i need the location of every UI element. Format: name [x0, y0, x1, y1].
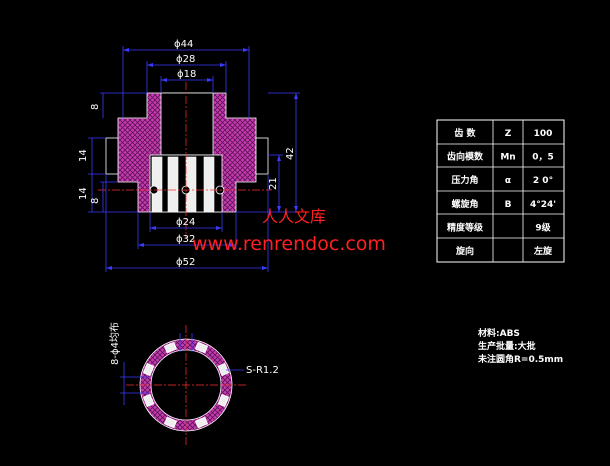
dim-h21: 21	[268, 177, 279, 190]
dim-d52: ϕ52	[176, 257, 195, 268]
dimension-arrows	[106, 48, 298, 270]
dim-h14-b: 14	[78, 187, 89, 200]
dim-d32: ϕ32	[176, 234, 195, 245]
dim-h42: 42	[285, 147, 296, 160]
tech-notes: 材料:ABS 生产批量:大批 未注圆角R=0.5mm	[477, 327, 563, 365]
ring-slot	[217, 362, 230, 377]
ring-slot	[217, 393, 230, 408]
watermark-url: www.renrendoc.com	[192, 233, 386, 255]
dimension-lines	[88, 46, 300, 272]
centerlines-front	[98, 82, 272, 238]
spec-cell-r2-c2: 2 0°	[533, 176, 553, 186]
spec-cell-r3-c0: 螺旋角	[451, 198, 478, 210]
dim-d44: ϕ44	[174, 39, 193, 50]
note-fillet: 未注圆角R=0.5mm	[477, 353, 563, 365]
dim-radius: S-R1.2	[246, 365, 279, 376]
spec-cell-r2-c1: α	[505, 176, 511, 186]
centerlines-plan	[126, 325, 246, 445]
spec-cell-r4-c2: 9级	[535, 221, 551, 233]
dim-d24: ϕ24	[176, 217, 195, 228]
spec-cell-r1-c0: 齿向模数	[447, 151, 484, 163]
spec-cell-r3-c1: B	[505, 200, 512, 210]
spec-cell-r3-c2: 4°24'	[530, 200, 556, 210]
side-lug-right	[255, 137, 269, 175]
dimension-texts: ϕ44 ϕ28 ϕ18 ϕ24 ϕ32 ϕ52 8 14 14 8 21 42	[78, 39, 296, 268]
side-lug-left	[105, 137, 119, 175]
ring-slot	[163, 341, 178, 354]
dim-h8-top: 8	[90, 104, 101, 110]
ring-slots	[142, 341, 230, 429]
bore-top	[160, 92, 214, 156]
spec-cell-r5-c0: 旋向	[455, 245, 474, 257]
spec-cell-r0-c2: 100	[534, 129, 553, 139]
dim-h8-bot: 8	[90, 198, 101, 204]
spec-cell-r2-c0: 压力角	[451, 174, 478, 186]
note-material: 材料:ABS	[477, 327, 520, 339]
dim-d28: ϕ28	[176, 54, 195, 65]
ring-slot	[194, 416, 209, 429]
spec-cell-r0-c1: Z	[505, 129, 512, 139]
ring-slot	[163, 416, 178, 429]
spec-cell-r1-c2: 0，5	[532, 153, 554, 163]
section-view	[98, 82, 272, 238]
spec-table: 齿 数 Z 100 齿向模数 Mn 0，5 压力角 α 2 0° 螺旋角 B 4°24' 精度等级 9级旋…	[436, 119, 565, 263]
spec-cell-r1-c1: Mn	[500, 153, 515, 163]
inner-teeth	[151, 156, 215, 213]
dim-d18: ϕ18	[177, 69, 196, 80]
dim-h14-a: 14	[78, 149, 89, 162]
ring-slot	[142, 393, 155, 408]
ring-slot	[142, 362, 155, 377]
spec-cell-r5-c2: 左旋	[533, 245, 553, 257]
note-batch: 生产批量:大批	[478, 340, 536, 352]
ring-slot	[194, 341, 209, 354]
watermark-cn: 人人文库	[262, 207, 326, 226]
spec-cell-r0-c0: 齿 数	[454, 127, 476, 139]
plan-view: 8-ϕ4均布 S-R1.2	[109, 322, 279, 445]
spec-cell-r4-c0: 精度等级	[447, 221, 484, 233]
dim-slot: 8-ϕ4均布	[109, 322, 121, 365]
